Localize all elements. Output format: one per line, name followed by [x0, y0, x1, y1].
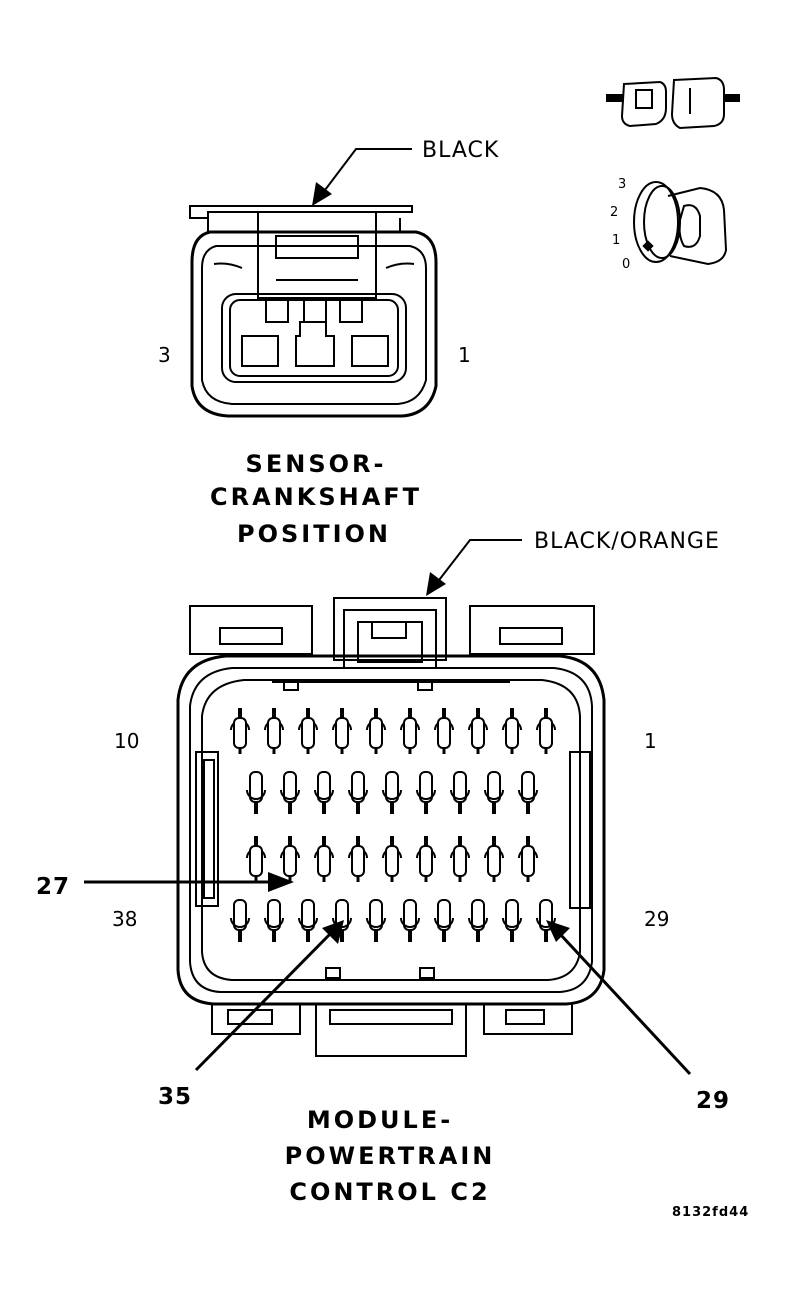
crank-wire-color-label: BLACK [422, 138, 499, 163]
crank-pin-1-label: 1 [458, 343, 471, 367]
pcm-wire-color-label: BLACK/ORANGE [534, 529, 720, 554]
callout-27: 27 [36, 872, 294, 900]
terminal-pin [536, 708, 556, 754]
terminal-pin [298, 899, 318, 942]
crank-title-line-3: POSITION [237, 520, 391, 548]
terminal-pin [382, 771, 402, 814]
ignition-key-icon: 3 2 1 0 [610, 177, 728, 272]
key-position-2: 2 [610, 205, 618, 220]
pcm-pin-1-label: 1 [644, 729, 657, 753]
terminal-pin [332, 708, 352, 754]
terminal-pin [246, 836, 266, 882]
terminal-pin [416, 836, 436, 882]
terminal-pin [348, 771, 368, 814]
terminal-pin [366, 899, 386, 942]
terminal-pin [502, 899, 522, 942]
terminal-pin [264, 899, 284, 942]
pcm-pin-10-label: 10 [114, 729, 139, 753]
crank-sensor-connector: 3 1 [158, 205, 471, 418]
terminal-pin [502, 708, 522, 754]
crank-title-line-1: SENSOR- [246, 450, 387, 478]
terminal-pin [434, 899, 454, 942]
pcm-title-line-1: MODULE- [307, 1106, 453, 1134]
callout-29: 29 [546, 920, 730, 1114]
terminal-pin [348, 836, 368, 882]
terminal-pin [468, 708, 488, 754]
terminal-pin [264, 708, 284, 754]
key-position-0: 0 [622, 257, 630, 272]
pcm-pin-29-label: 29 [644, 907, 669, 931]
key-position-3: 3 [618, 177, 626, 192]
terminal-pin [366, 708, 386, 754]
connector-plug-icon [606, 76, 740, 130]
figure-code: 8132fd44 [672, 1205, 749, 1220]
pcm-title-line-2: POWERTRAIN [285, 1142, 496, 1170]
callout-27-label: 27 [36, 874, 70, 900]
crank-sensor-wire-callout: BLACK [312, 138, 499, 206]
terminal-pin [450, 771, 470, 814]
pcm-title: MODULE- POWERTRAIN CONTROL C2 [285, 1106, 496, 1206]
terminal-pin [246, 771, 266, 814]
key-position-1: 1 [612, 233, 620, 248]
crank-sensor-title: SENSOR- CRANKSHAFT POSITION [210, 450, 422, 548]
terminal-pin [314, 836, 334, 882]
terminal-pin [400, 708, 420, 754]
terminal-pin [314, 771, 334, 814]
terminal-pin [298, 708, 318, 754]
terminal-pin [382, 836, 402, 882]
crank-pin-3-label: 3 [158, 343, 171, 367]
callout-29-label: 29 [696, 1088, 730, 1114]
pcm-title-line-3: CONTROL C2 [289, 1178, 490, 1206]
terminal-pin [434, 708, 454, 754]
terminal-pin [518, 836, 538, 882]
terminal-pin [518, 771, 538, 814]
crank-title-line-2: CRANKSHAFT [210, 483, 422, 511]
terminal-pin [416, 771, 436, 814]
pcm-terminal-pins [230, 708, 556, 942]
terminal-pin [468, 899, 488, 942]
terminal-pin [536, 899, 556, 942]
terminal-pin [484, 836, 504, 882]
callout-35: 35 [158, 920, 344, 1110]
terminal-pin [484, 771, 504, 814]
pcm-wire-callout: BLACK/ORANGE [426, 529, 720, 596]
terminal-pin [230, 899, 250, 942]
pcm-c2-connector: 10 1 38 29 [112, 597, 669, 1057]
terminal-pin [280, 836, 300, 882]
callout-35-label: 35 [158, 1084, 192, 1110]
terminal-pin [280, 771, 300, 814]
pcm-pin-38-label: 38 [112, 907, 137, 931]
terminal-pin [450, 836, 470, 882]
terminal-pin [400, 899, 420, 942]
terminal-pin [230, 708, 250, 754]
